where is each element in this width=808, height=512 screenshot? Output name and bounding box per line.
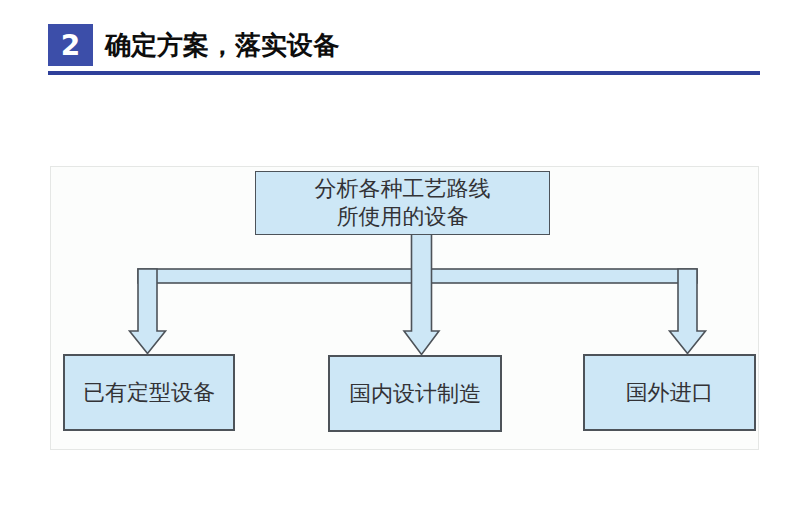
flow-node-domestic-design: 国内设计制造 — [328, 355, 502, 432]
flow-node-existing-equipment: 已有定型设备 — [63, 354, 235, 431]
flow-node-root-line2: 所使用的设备 — [315, 203, 491, 231]
arrow-down-middle — [404, 234, 439, 355]
flow-node-root: 分析各种工艺路线 所使用的设备 — [255, 171, 550, 235]
flow-node-foreign-import: 国外进口 — [583, 354, 756, 431]
flow-node-root-line1: 分析各种工艺路线 — [315, 175, 491, 203]
